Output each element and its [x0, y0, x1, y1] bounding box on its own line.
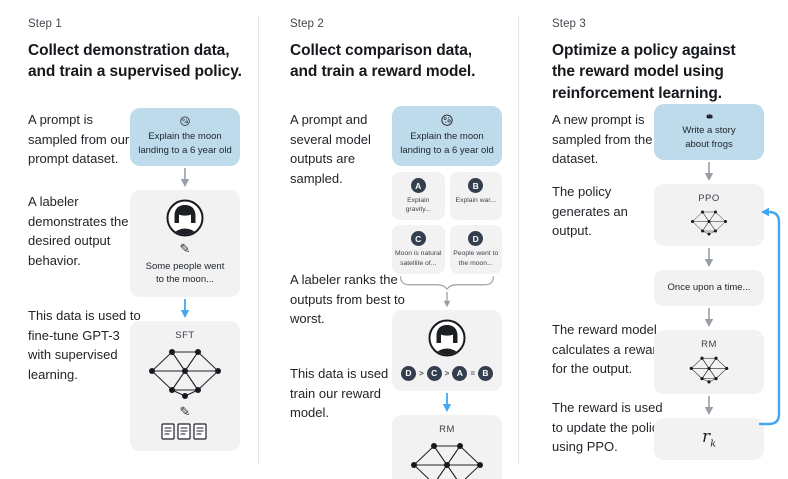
rank-operator: >: [444, 368, 450, 378]
annotation-prompt-sampled: A prompt is sampled from our prompt data…: [28, 112, 130, 166]
curly-brace-icon: [400, 275, 494, 290]
rank-letter: D: [400, 365, 416, 381]
down-arrow-blue-icon: [179, 298, 191, 319]
output-letter-badge: C: [410, 231, 426, 247]
column-divider: [518, 16, 519, 465]
labeler-ranking-box: D > C > A = B: [392, 309, 502, 391]
heading-line: and train a supervised policy.: [28, 63, 242, 81]
output-card-a: A Explain gravity...: [392, 172, 445, 221]
network-icon: [690, 210, 728, 236]
network-icon: [689, 356, 729, 384]
reward-model-box: RM D > C > A = B: [392, 414, 502, 479]
prompt-box: Write a story about frogs: [654, 104, 764, 160]
down-arrow-icon: [703, 248, 715, 268]
network-icon: [410, 442, 484, 479]
labeler-box: ✎ Some people went to the moon...: [130, 190, 240, 297]
demonstration-text: Some people went to the moon...: [145, 261, 225, 286]
labeler-icon: [166, 199, 204, 237]
step-2-column: Step 2 Collect comparison data, and trai…: [290, 18, 512, 479]
annotation-labeler-ranks: A labeler ranks the outputs from best to…: [290, 272, 405, 326]
prompt-text: Explain the moon landing to a 6 year old: [400, 131, 494, 156]
reward-model-box: RM: [654, 330, 764, 394]
generated-output-box: Once upon a time...: [654, 270, 764, 306]
annotation-rm-calculates: The reward model calculates a reward for…: [552, 322, 664, 376]
step-1-flow: Explain the moon landing to a 6 year old…: [130, 108, 240, 451]
feedback-loop-arrow: [759, 207, 781, 426]
down-arrow-icon: [443, 291, 451, 308]
annotation-new-prompt: A new prompt is sampled from the dataset…: [552, 112, 653, 166]
output-text: Once upon a time...: [667, 281, 751, 293]
rank-letter: A: [452, 365, 468, 381]
step-3-flow: Write a story about frogs PPO Once upon …: [654, 104, 764, 460]
pencil-icon: ✎: [179, 241, 191, 256]
prompt-text: Write a story about frogs: [682, 125, 736, 150]
rank-operator: >: [418, 368, 424, 378]
annotation-reward-updates-policy: The reward is used to update the policy …: [552, 400, 665, 454]
heading-line: and train a reward model.: [290, 63, 476, 81]
down-arrow-blue-icon: [441, 392, 453, 413]
prompt-text: Explain the moon landing to a 6 year old: [138, 131, 232, 156]
sft-label: SFT: [175, 329, 195, 341]
network-icon: [148, 348, 222, 400]
output-card-text: Explain war...: [455, 197, 496, 204]
rm-label: RM: [701, 339, 717, 350]
step-heading: Collect demonstration data, and train a …: [28, 40, 242, 83]
heading-line: Optimize a policy against: [552, 42, 736, 59]
step-3-column: Step 3 Optimize a policy against the rew…: [552, 18, 781, 473]
output-card-b: B Explain war...: [449, 172, 502, 221]
rank-letter: C: [426, 365, 442, 381]
moon-icon: [180, 116, 190, 126]
step-heading: Optimize a policy against the reward mod…: [552, 40, 736, 104]
ranking-row: D > C > A = B: [400, 365, 493, 381]
annotation-train-reward-model: This data is used to train our reward mo…: [290, 366, 403, 420]
heading-line: Collect comparison data,: [290, 42, 472, 59]
sft-model-box: SFT ✎: [130, 320, 240, 451]
model-outputs-grid: A Explain gravity... B Explain war... C …: [392, 172, 502, 274]
rm-label: RM: [439, 423, 455, 435]
heading-line: the reward model using: [552, 63, 724, 81]
output-card-c: C Moon is natural satellite of...: [392, 225, 445, 274]
output-letter-badge: D: [468, 231, 484, 247]
ppo-label: PPO: [698, 193, 720, 204]
annotation-outputs-sampled: A prompt and several model outputs are s…: [290, 112, 371, 186]
prompt-box: Explain the moon landing to a 6 year old: [130, 108, 240, 166]
down-arrow-icon: [703, 162, 715, 182]
annotation-policy-generates: The policy generates an output.: [552, 184, 628, 238]
step-label: Step 1: [28, 18, 62, 30]
reward-value-box: rk: [654, 418, 764, 460]
ppo-policy-box: PPO: [654, 184, 764, 246]
labeler-icon: [428, 319, 466, 357]
step-label: Step 2: [290, 18, 324, 30]
output-card-text: People went to the moon...: [453, 250, 499, 267]
step-heading: Collect comparison data, and train a rew…: [290, 40, 475, 83]
rank-letter: B: [478, 365, 493, 381]
output-letter-badge: A: [410, 178, 426, 193]
frog-icon: [705, 114, 713, 119]
heading-line: reinforcement learning.: [552, 84, 722, 102]
prompt-box: Explain the moon landing to a 6 year old: [392, 106, 502, 166]
moon-icon: [441, 114, 453, 126]
down-arrow-icon: [703, 308, 715, 328]
reward-symbol: rk: [702, 426, 716, 450]
output-letter-badge: B: [468, 178, 484, 193]
down-arrow-icon: [703, 396, 715, 416]
heading-line: Collect demonstration data,: [28, 42, 230, 59]
documents-icon: [161, 422, 207, 440]
step-1-column: Step 1 Collect demonstration data, and t…: [28, 18, 250, 473]
pencil-icon: ✎: [179, 403, 191, 419]
step-label: Step 3: [552, 18, 586, 30]
output-card-text: Moon is natural satellite of...: [395, 250, 442, 267]
down-arrow-icon: [180, 168, 190, 188]
annotation-finetune-gpt3: This data is used to fine-tune GPT-3 wit…: [28, 308, 141, 382]
output-card-text: Explain gravity...: [405, 197, 431, 214]
step-2-flow: Explain the moon landing to a 6 year old…: [392, 106, 502, 479]
annotation-labeler-demonstrates: A labeler demonstrates the desired outpu…: [28, 194, 129, 268]
column-divider: [258, 16, 259, 465]
rank-operator: =: [470, 368, 475, 378]
output-card-d: D People went to the moon...: [449, 225, 502, 274]
